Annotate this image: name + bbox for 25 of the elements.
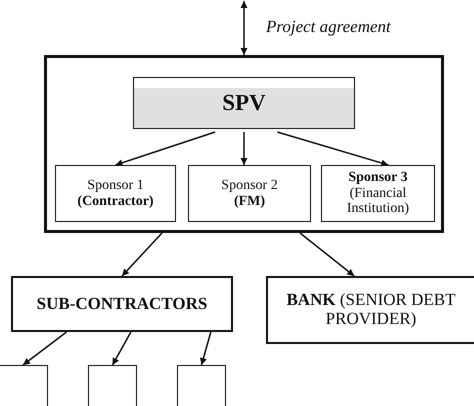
arrow (22, 331, 67, 366)
arrow (121, 232, 163, 277)
process-box (321, 165, 435, 222)
container-box (44, 55, 444, 233)
arrow (300, 232, 355, 277)
arrow (115, 131, 216, 166)
process-box (55, 165, 176, 222)
node-text: BANK (SENIOR DEBT PROVIDER) (285, 291, 457, 329)
empty-box (88, 365, 137, 406)
process-box (266, 276, 474, 344)
empty-box (0, 365, 48, 406)
arrow (200, 332, 212, 366)
process-box (188, 165, 311, 222)
arrow (112, 332, 132, 366)
arrow (277, 131, 388, 166)
process-box (133, 77, 355, 129)
process-box (11, 276, 233, 332)
node-text: SUB-CONTRACTORS (36, 294, 208, 314)
node-text: Sponsor 3 (Financial Institution) (346, 170, 410, 217)
empty-box (177, 365, 226, 406)
arrow (240, 1, 248, 55)
node-text: SPV (222, 90, 266, 116)
node-text: Sponsor 2 (FM) (220, 178, 279, 209)
node-text: Sponsor 1 (Contractor) (76, 178, 155, 209)
arrow (240, 132, 248, 165)
